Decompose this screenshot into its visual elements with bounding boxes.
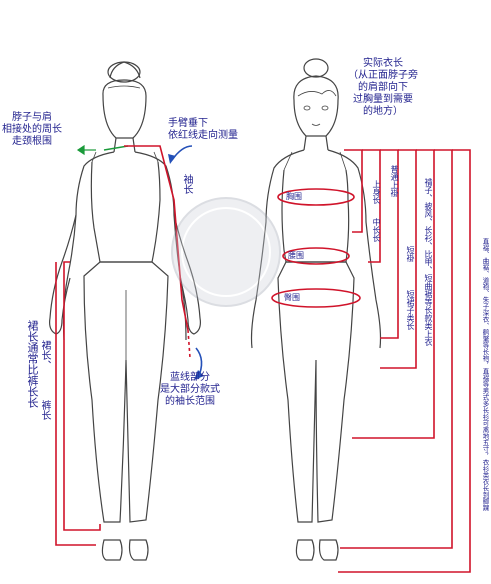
actual-line-5: 的地方） <box>363 106 403 117</box>
arm-line-2: 依红线走向测量 <box>168 130 238 141</box>
sleeve-length-label: 袖长 <box>181 174 192 194</box>
neck-arrow <box>76 144 96 156</box>
short-top-label: 短褂 <box>406 246 415 262</box>
arm-label: 手臂垂下 依红线走向测量 <box>168 118 238 142</box>
red-measure-lines <box>55 145 471 573</box>
right-figure-front-view <box>250 58 382 561</box>
pants-length-label: 裤长 <box>39 400 50 420</box>
blue-line-2: 是大部分款式 <box>160 384 220 395</box>
hip-label: 臀围 <box>284 293 300 302</box>
blue-line-1: 蓝线部分 <box>170 372 210 383</box>
chest-label: 胸围 <box>286 192 302 201</box>
actual-line-1: 实际衣长 <box>363 58 403 69</box>
skirt-length-label: 裙长、 <box>39 340 50 370</box>
blue-line-3: 的袖长范围 <box>165 396 215 407</box>
actual-line-2: （从正面脖子旁 <box>348 70 418 81</box>
actual-length-label: 实际衣长 （从正面脖子旁 的肩部向下 过胸量到需要 的地方） <box>348 58 418 118</box>
neck-line-1: 脖子与肩 <box>12 112 52 123</box>
left-figure-back-view <box>49 61 201 561</box>
actual-line-3: 的肩部向下 <box>358 82 408 93</box>
common-top-label: 普通上褂 <box>390 165 399 197</box>
waist-label: 腰围 <box>288 251 304 260</box>
dress-note-label: 直裰、曲裾、道袍、朱子深衣、鹤氅等长袍，直裰等男式多长衫可离地五寸，衣衫类衣长到… <box>481 238 489 511</box>
arm-line-1: 手臂垂下 <box>168 118 208 129</box>
skirt-note-label: 裙长通常比裤长长 <box>26 320 39 408</box>
neck-line-3: 走颈根围 <box>12 136 52 147</box>
short-skirt-label: 短裙子类长 <box>406 290 415 330</box>
vest-label: 褙子、披风、长衫、比甲、短曲裾等长款类上衣 <box>424 178 433 346</box>
upper-length-label: 上身长 <box>372 180 381 204</box>
neck-label: 脖子与肩 相接处的周长 走颈根围 <box>2 112 62 148</box>
actual-line-4: 过胸量到需要 <box>353 94 413 105</box>
blue-dashed-label: 蓝线部分 是大部分款式 的袖长范围 <box>160 372 220 408</box>
watermark-seal <box>171 197 281 307</box>
mid-length-label: 中长长 <box>372 218 381 242</box>
neck-line-2: 相接处的周长 <box>2 124 62 135</box>
